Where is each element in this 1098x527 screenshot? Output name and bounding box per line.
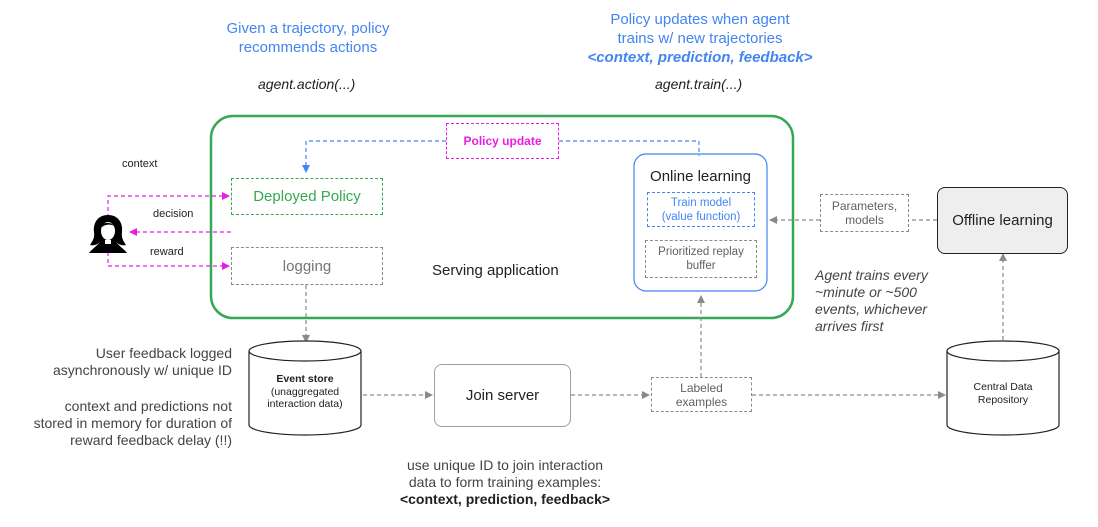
agent-trains-line-2: ~minute or ~500 — [815, 284, 917, 300]
central-repository-cylinder — [946, 340, 1060, 436]
train-model-line-2: (value function) — [661, 210, 741, 223]
deployed-policy-label: Deployed Policy — [253, 188, 361, 205]
join-note-line-3: <context, prediction, feedback> — [399, 491, 611, 507]
event-store-title: Event store — [276, 373, 334, 385]
serving-application-label: Serving application — [432, 262, 559, 279]
memory-line-2: stored in memory for duration of — [33, 415, 232, 431]
agent-trains-line-1: Agent trains every — [815, 267, 928, 283]
agent-trains-line-4: arrives first — [815, 318, 884, 334]
params-line-2: models — [845, 213, 884, 227]
logging-box: logging — [231, 247, 383, 285]
params-line-1: Parameters, — [831, 199, 898, 213]
join-server-box: Join server — [434, 364, 571, 427]
right-title-line-1: Policy updates when agent — [610, 11, 790, 28]
policy-update-label: Policy update — [463, 134, 542, 148]
context-arrow — [107, 192, 230, 218]
event-store-line-3: interaction data) — [267, 398, 343, 410]
online-learning-title: Online learning — [650, 168, 751, 185]
central-line-2: Repository — [977, 394, 1029, 406]
policy-update-arrow-left — [302, 140, 446, 173]
left-title-line-2: recommends actions — [238, 39, 378, 56]
right-title: Policy updates when agent trains w/ new … — [560, 10, 840, 67]
deployed-policy-box: Deployed Policy — [231, 178, 383, 215]
serving-application-frame — [209, 114, 795, 320]
event-store-cylinder — [248, 340, 362, 436]
context-label: context — [122, 158, 158, 170]
labeled-line-1: Labeled — [680, 380, 723, 395]
feedback-line-2: asynchronously w/ unique ID — [53, 362, 232, 378]
central-repository-label: Central Data Repository — [947, 381, 1059, 407]
train-model-box: Train model (value function) — [647, 192, 755, 227]
agent-trains-note: Agent trains every ~minute or ~500 event… — [815, 267, 928, 335]
memory-line-1: context and predictions not — [64, 398, 232, 414]
memory-line-3: reward feedback delay (!!) — [70, 432, 232, 448]
memory-note: context and predictions not stored in me… — [10, 398, 232, 449]
decision-label: decision — [153, 208, 194, 220]
reward-label: reward — [150, 246, 184, 258]
join-note-line-1: use unique ID to join interaction — [406, 457, 604, 473]
labeled-examples-box: Labeled examples — [651, 377, 752, 412]
join-note-line-2: data to form training examples: — [408, 474, 602, 490]
agent-action-code: agent.action(...) — [258, 76, 356, 92]
replay-buffer-box: Prioritized replay buffer — [645, 240, 757, 278]
left-title: Given a trajectory, policy recommends ac… — [208, 19, 408, 57]
offline-learning-box: Offline learning — [937, 187, 1068, 254]
labeled-line-2: examples — [675, 394, 728, 409]
logging-label: logging — [282, 257, 332, 275]
right-title-line-2: trains w/ new trajectories — [617, 30, 783, 47]
feedback-note: User feedback logged asynchronously w/ u… — [20, 345, 232, 379]
online-learning-frame — [633, 153, 768, 292]
replay-line-2: buffer — [686, 260, 716, 272]
left-title-line-1: Given a trajectory, policy — [226, 20, 390, 37]
policy-update-box: Policy update — [446, 123, 559, 159]
feedback-line-1: User feedback logged — [95, 345, 232, 361]
replay-line-1: Prioritized replay — [658, 246, 744, 258]
policy-update-line-right — [559, 140, 700, 156]
event-store-label: Event store (unaggregated interaction da… — [249, 373, 361, 411]
reward-arrow — [107, 252, 230, 270]
central-line-1: Central Data — [973, 381, 1033, 393]
train-model-line-1: Train model — [670, 196, 732, 209]
join-note: use unique ID to join interaction data t… — [370, 457, 640, 508]
join-server-label: Join server — [465, 387, 540, 404]
right-title-line-3: <context, prediction, feedback> — [587, 49, 813, 66]
agent-train-code: agent.train(...) — [655, 76, 743, 92]
agent-trains-line-3: events, whichever — [815, 301, 928, 317]
event-store-line-2: (unaggregated — [270, 385, 340, 398]
user-avatar-icon — [86, 213, 130, 255]
offline-learning-label: Offline learning — [952, 212, 1053, 229]
parameters-models-box: Parameters, models — [820, 194, 909, 232]
